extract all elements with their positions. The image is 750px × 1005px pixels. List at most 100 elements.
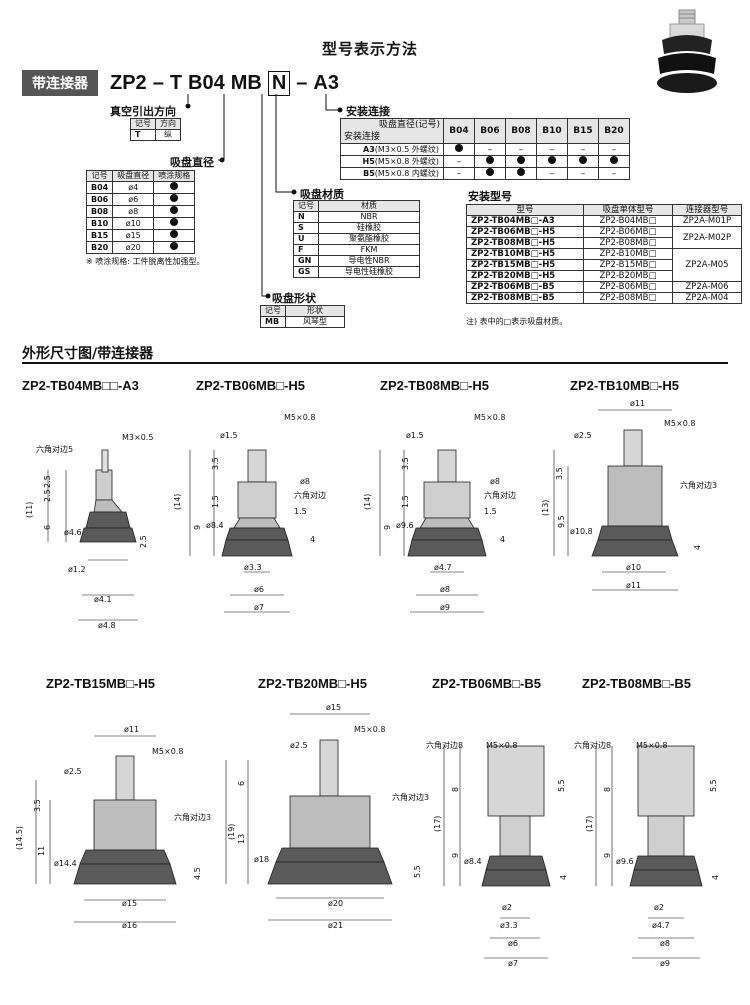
section-divider [22, 362, 728, 364]
svg-text:11: 11 [37, 846, 46, 856]
pad-shape-label: 吸盘形状 [272, 292, 316, 305]
svg-text:4: 4 [500, 535, 505, 544]
mount-label: 安装连接 [346, 105, 390, 118]
mount-type-label: 安装型号 [468, 190, 512, 203]
svg-text:ø6: ø6 [508, 939, 518, 948]
svg-text:六角对边: 六角对边 [484, 490, 516, 500]
svg-text:6: 6 [237, 781, 246, 786]
svg-text:3.5: 3.5 [401, 457, 410, 470]
svg-text:ø2.5: ø2.5 [64, 767, 82, 776]
svg-text:9: 9 [383, 525, 392, 530]
svg-text:M5×0.8: M5×0.8 [664, 419, 695, 428]
svg-text:ø1.2: ø1.2 [68, 565, 86, 574]
pad-diameter-label: 吸盘直径 [170, 156, 214, 169]
model-title-8: ZP2-TB08MB□-B5 [582, 676, 691, 691]
svg-text:ø18: ø18 [254, 855, 269, 864]
svg-text:ø8: ø8 [490, 477, 500, 486]
svg-text:(19): (19) [227, 824, 236, 840]
svg-text:六角对边: 六角对边 [294, 490, 326, 500]
drawing-tb20-h5: ø15 M5×0.8 ø2.5 (19) 6 13 六角对边3 5.5 ø18 … [225, 703, 429, 930]
dot-icon [170, 182, 179, 190]
svg-text:M5×0.8: M5×0.8 [636, 741, 667, 750]
svg-text:(14): (14) [173, 494, 182, 510]
drawing-tb08-h5: M5×0.8 ø1.5 (14) 3.5 1.5 9 ø8 六角对边 1.5 4… [363, 413, 516, 613]
svg-text:M5×0.8: M5×0.8 [354, 725, 385, 734]
svg-text:ø2: ø2 [654, 903, 664, 912]
svg-text:六角对边8: 六角对边8 [574, 740, 611, 750]
svg-text:ø3.3: ø3.3 [244, 563, 262, 572]
svg-text:ø8: ø8 [440, 585, 450, 594]
svg-text:4: 4 [559, 875, 568, 880]
code-mount: A3 [313, 71, 339, 94]
dot-icon [170, 218, 179, 226]
svg-text:六角对边3: 六角对边3 [174, 812, 211, 822]
svg-text:ø4.7: ø4.7 [434, 563, 452, 572]
svg-text:ø11: ø11 [124, 725, 139, 734]
svg-text:4: 4 [310, 535, 315, 544]
svg-text:ø6: ø6 [254, 585, 264, 594]
connector-badge: 带连接器 [22, 70, 98, 96]
svg-text:ø4.7: ø4.7 [652, 921, 670, 930]
model-title-3: ZP2-TB08MB□-H5 [380, 378, 489, 393]
svg-text:六角对边8: 六角对边8 [426, 740, 463, 750]
svg-text:ø9: ø9 [660, 959, 670, 968]
svg-text:M5×0.8: M5×0.8 [486, 741, 517, 750]
svg-text:1.5: 1.5 [211, 495, 220, 508]
svg-text:ø7: ø7 [508, 959, 518, 968]
svg-text:4.5: 4.5 [193, 867, 202, 880]
svg-text:ø11: ø11 [626, 581, 641, 590]
svg-text:ø16: ø16 [122, 921, 137, 930]
svg-text:ø7: ø7 [254, 603, 264, 612]
svg-text:(17): (17) [585, 816, 594, 832]
svg-text:8: 8 [451, 787, 460, 792]
svg-text:3.5: 3.5 [33, 799, 42, 812]
model-title-7: ZP2-TB06MB□-B5 [432, 676, 541, 691]
code-vac: T [169, 71, 183, 94]
svg-text:六角对边3: 六角对边3 [680, 480, 717, 490]
model-title-4: ZP2-TB10MB□-H5 [570, 378, 679, 393]
section-dimensions-title: 外形尺寸图/带连接器 [22, 346, 154, 362]
svg-text:ø15: ø15 [122, 899, 137, 908]
svg-text:ø10: ø10 [626, 563, 641, 572]
vac-direction-label: 真空引出方向 [110, 105, 176, 118]
dot-icon [170, 230, 179, 238]
dot-icon [170, 194, 179, 202]
mount-table: 吸盘直径(记号) 安装连接 B04 B06 B08 B10 B15 B20 A3… [340, 118, 630, 180]
svg-text:2.5: 2.5 [139, 535, 148, 548]
svg-text:8: 8 [603, 787, 612, 792]
svg-text:(17): (17) [433, 816, 442, 832]
svg-text:2.5: 2.5 [43, 475, 52, 488]
drawing-tb08-b5: 六角对边8 M5×0.8 (17) 8 5.5 9 4 ø9.6 ø2 ø4.7… [574, 740, 720, 968]
svg-text:ø8.4: ø8.4 [464, 857, 482, 866]
svg-text:M3×0.5: M3×0.5 [122, 433, 153, 442]
drawing-tb06-b5: 六角对边8 M5×0.8 (17) 8 5.5 9 4 ø8.4 ø2 ø3.3… [426, 740, 568, 968]
pad-material-label: 吸盘材质 [300, 188, 344, 201]
svg-text:1.5: 1.5 [294, 507, 307, 516]
svg-text:ø1.5: ø1.5 [406, 431, 424, 440]
svg-text:13: 13 [237, 834, 246, 844]
svg-text:ø2: ø2 [502, 903, 512, 912]
svg-text:1.5: 1.5 [484, 507, 497, 516]
svg-text:ø15: ø15 [326, 703, 341, 712]
svg-text:ø8: ø8 [660, 939, 670, 948]
svg-text:(14.5): (14.5) [15, 826, 24, 850]
code-dash2: – [296, 71, 308, 94]
svg-text:4: 4 [711, 875, 720, 880]
code-series: ZP2 [110, 71, 147, 94]
svg-text:(14): (14) [363, 494, 372, 510]
drawing-tb04-a3: M3×0.5 六角对边5 (11) 2.5 2.5 6 2.5 ø4.6 ø1.… [25, 433, 153, 630]
code-leaders [185, 94, 343, 299]
product-photo [657, 9, 717, 93]
svg-text:ø8.4: ø8.4 [206, 521, 224, 530]
code-shape: MB [230, 71, 262, 94]
svg-text:9: 9 [451, 853, 460, 858]
model-title-2: ZP2-TB06MB□-H5 [196, 378, 305, 393]
svg-text:ø1.5: ø1.5 [220, 431, 238, 440]
svg-text:(13): (13) [541, 500, 550, 516]
svg-text:ø4.1: ø4.1 [94, 595, 112, 604]
